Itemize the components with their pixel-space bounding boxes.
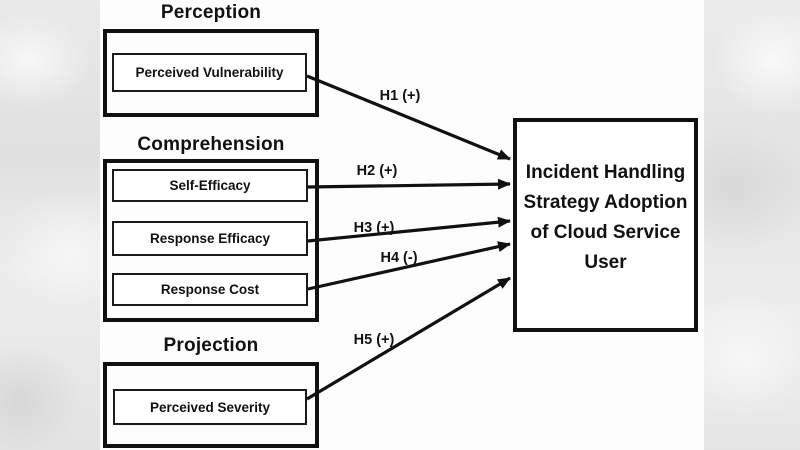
group-box-perception [103,29,319,117]
arrow-h3 [307,216,511,243]
hypothesis-label-h3: H3 (+) [353,220,395,236]
outcome-line-4: User [584,252,627,273]
outcome-line-1: Incident Handling [525,162,686,183]
hypothesis-label-h4: H4 (-) [380,250,418,266]
construct-box-perceived-severity: Perceived Severity [113,389,307,425]
background-gradient-left [0,0,100,450]
arrow-h5 [306,276,511,401]
group-title-projection: Projection [163,335,259,356]
arrow-h1 [306,74,511,161]
hypothesis-label-h1: H1 (+) [379,88,421,104]
construct-box-perceived-vulnerability: Perceived Vulnerability [112,53,307,92]
group-box-comprehension [103,159,319,322]
construct-box-response-efficacy: Response Efficacy [112,221,308,256]
hypothesis-label-h2: H2 (+) [356,163,398,179]
background-gradient-right [704,0,800,450]
group-title-perception: Perception [160,2,262,23]
outcome-box: Incident Handling Strategy Adoption of C… [513,118,698,332]
outcome-line-3: of Cloud Service [530,222,681,243]
hypothesis-label-h5: H5 (+) [353,332,395,348]
group-title-comprehension: Comprehension [137,134,285,155]
arrow-h4 [307,241,511,291]
outcome-line-2: Strategy Adoption [523,192,688,213]
construct-box-self-efficacy: Self-Efficacy [112,169,308,202]
arrow-h2 [307,178,511,190]
group-box-projection [103,362,319,448]
construct-box-response-cost: Response Cost [112,273,308,306]
